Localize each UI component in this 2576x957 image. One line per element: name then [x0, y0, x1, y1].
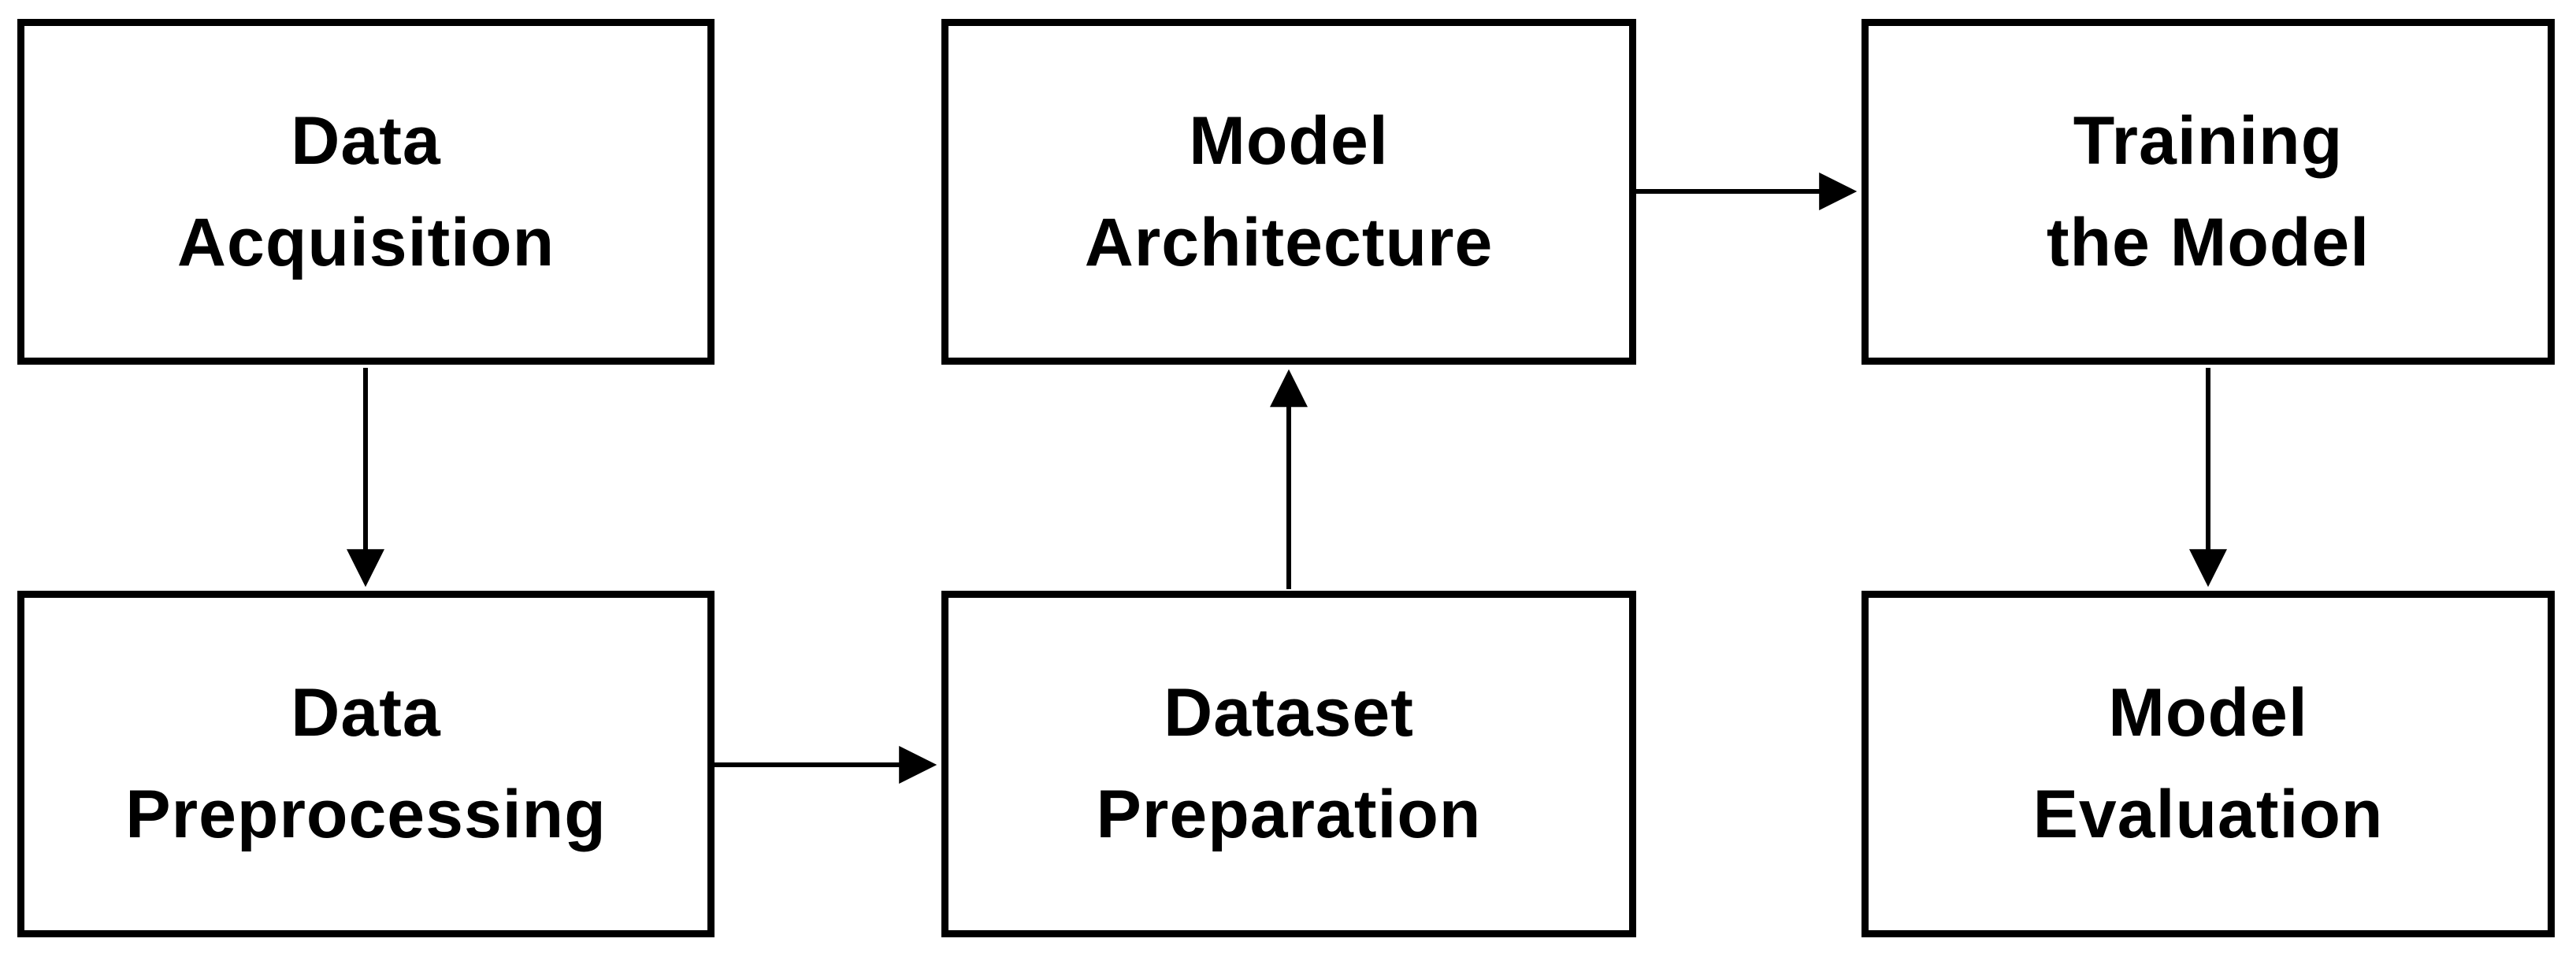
node-model-evaluation: Model Evaluation	[1861, 591, 2555, 937]
node-data-acquisition: Data Acquisition	[17, 19, 715, 365]
node-label-line: Architecture	[1084, 204, 1494, 280]
node-label-line: Acquisition	[176, 204, 555, 280]
node-data-preprocessing: Data Preprocessing	[17, 591, 715, 937]
node-dataset-preparation: Dataset Preparation	[941, 591, 1636, 937]
node-label-line: Training	[2073, 102, 2344, 179]
node-training-the-model: Training the Model	[1861, 19, 2555, 365]
node-model-architecture: Model Architecture	[941, 19, 1636, 365]
node-label-line: Model	[1189, 102, 1389, 179]
node-label-line: Evaluation	[2032, 777, 2384, 852]
node-label-line: the Model	[2046, 204, 2370, 280]
node-label-line: Data	[291, 102, 441, 179]
node-label-line: Model	[2108, 675, 2308, 751]
node-label-line: Dataset	[1164, 675, 1414, 751]
node-label-line: Preprocessing	[125, 777, 607, 852]
node-label-line: Preparation	[1096, 777, 1482, 852]
node-label-line: Data	[291, 675, 441, 751]
